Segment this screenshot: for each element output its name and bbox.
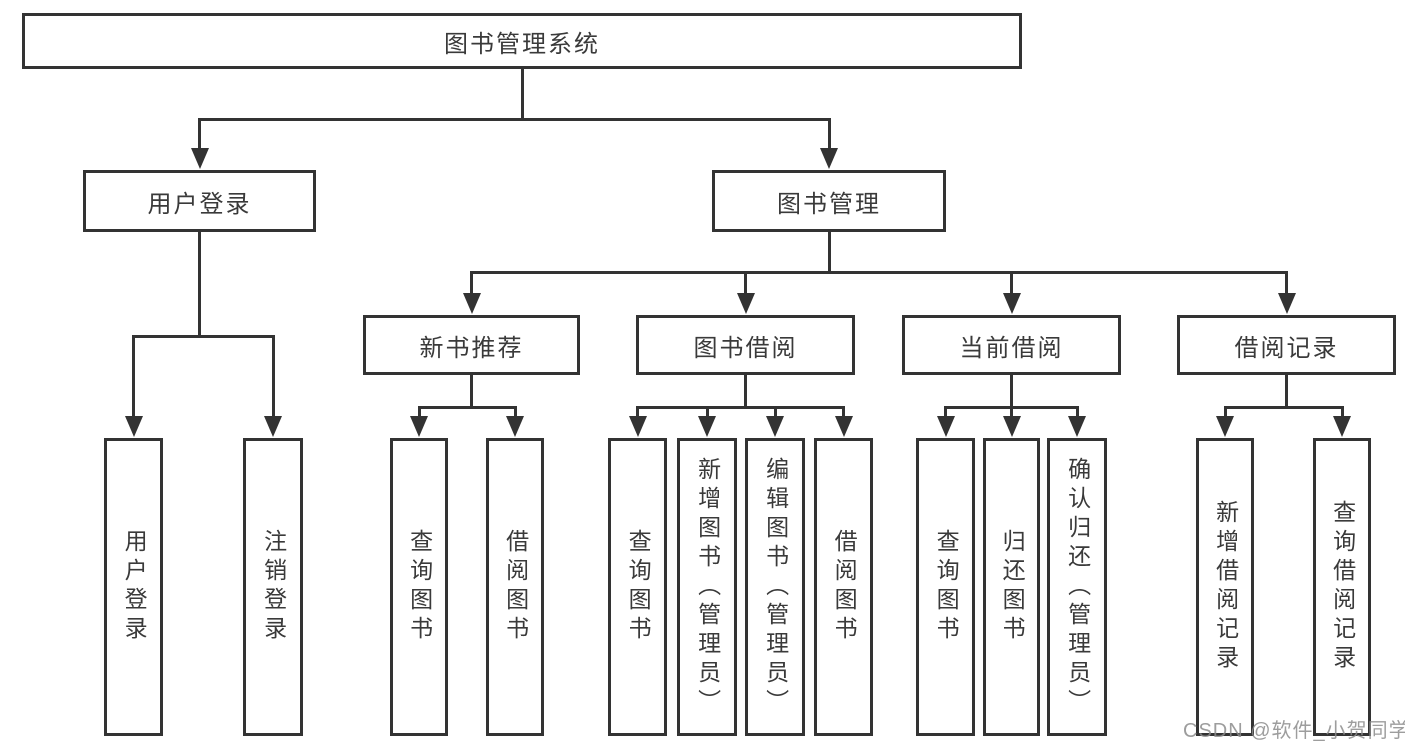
node-book-mgmt: 图书管理: [712, 170, 946, 232]
node-bm-add: 新增图书（管理员）: [677, 438, 737, 736]
arrowhead-down-icon: [1216, 416, 1234, 437]
connector-drop: [198, 118, 201, 156]
connector-drop: [417, 406, 421, 424]
connector-stub: [744, 373, 747, 406]
connector-drop: [513, 406, 517, 424]
arrowhead-down-icon: [936, 416, 955, 437]
csdn-watermark: CSDN @软件_小贺同学: [1183, 720, 1405, 742]
arrowhead-down-icon: [410, 416, 428, 437]
arrowhead-down-icon: [264, 416, 282, 437]
arrowhead-down-icon: [834, 416, 853, 437]
connector-stub: [1285, 373, 1288, 406]
node-root: 图书管理系统: [22, 13, 1022, 69]
connector-stub: [827, 230, 831, 271]
arrowhead-down-icon: [506, 416, 524, 437]
node-current-borrow: 当前借阅: [902, 315, 1121, 375]
connector-rail: [132, 335, 275, 338]
connector-drop: [705, 406, 709, 424]
connector-drop: [827, 118, 831, 156]
arrowhead-down-icon: [628, 416, 647, 437]
arrowhead-down-icon: [1002, 416, 1021, 437]
connector-drop: [744, 271, 747, 301]
node-nb-query: 查询图书: [390, 438, 448, 736]
connector-stub: [1010, 373, 1013, 406]
connector-drop: [1340, 406, 1344, 424]
connector-rail: [470, 271, 1288, 274]
arrowhead-down-icon: [820, 148, 838, 169]
arrowhead-down-icon: [1333, 416, 1351, 437]
connector-drop: [944, 406, 947, 424]
connector-drop: [1010, 271, 1013, 301]
connector-drop: [1223, 406, 1227, 424]
node-bm-borrow: 借阅图书: [814, 438, 873, 736]
node-bm-query: 查询图书: [608, 438, 667, 736]
node-br-query: 查询借阅记录: [1313, 438, 1371, 736]
arrowhead-down-icon: [190, 148, 209, 169]
arrowhead-down-icon: [766, 416, 784, 437]
connector-stub: [520, 67, 524, 118]
node-borrow-records: 借阅记录: [1177, 315, 1396, 375]
connector-rail: [417, 406, 517, 409]
node-new-book: 新书推荐: [363, 315, 580, 375]
node-cb-return: 归还图书: [983, 438, 1040, 736]
connector-drop: [1010, 406, 1013, 424]
connector-stub: [198, 230, 201, 335]
arrowhead-down-icon: [736, 293, 755, 314]
connector-drop: [1285, 271, 1288, 301]
arrowhead-down-icon: [1002, 293, 1021, 314]
node-login: 用户登录: [104, 438, 163, 736]
connector-drop: [1075, 406, 1079, 424]
node-borrow-mgmt: 图书借阅: [636, 315, 855, 375]
node-br-add: 新增借阅记录: [1196, 438, 1254, 736]
arrowhead-down-icon: [124, 416, 143, 437]
arrowhead-down-icon: [462, 293, 481, 314]
node-bm-edit: 编辑图书（管理员）: [745, 438, 805, 736]
connector-rail: [1223, 406, 1344, 409]
connector-drop: [773, 406, 777, 424]
arrowhead-down-icon: [1277, 293, 1296, 314]
connector-rail: [198, 118, 831, 121]
arrowhead-down-icon: [1068, 416, 1086, 437]
node-cb-confirm: 确认归还（管理员）: [1047, 438, 1107, 736]
connector-drop: [842, 406, 845, 424]
connector-stub: [470, 373, 473, 406]
node-cb-query: 查询图书: [916, 438, 975, 736]
connector-rail: [636, 406, 845, 409]
node-nb-borrow: 借阅图书: [486, 438, 544, 736]
arrowhead-down-icon: [698, 416, 716, 437]
connector-drop: [470, 271, 473, 301]
connector-drop: [636, 406, 639, 424]
node-logout: 注销登录: [243, 438, 303, 736]
node-user-login: 用户登录: [83, 170, 316, 232]
connector-drop: [132, 335, 135, 424]
connector-drop: [271, 335, 275, 424]
